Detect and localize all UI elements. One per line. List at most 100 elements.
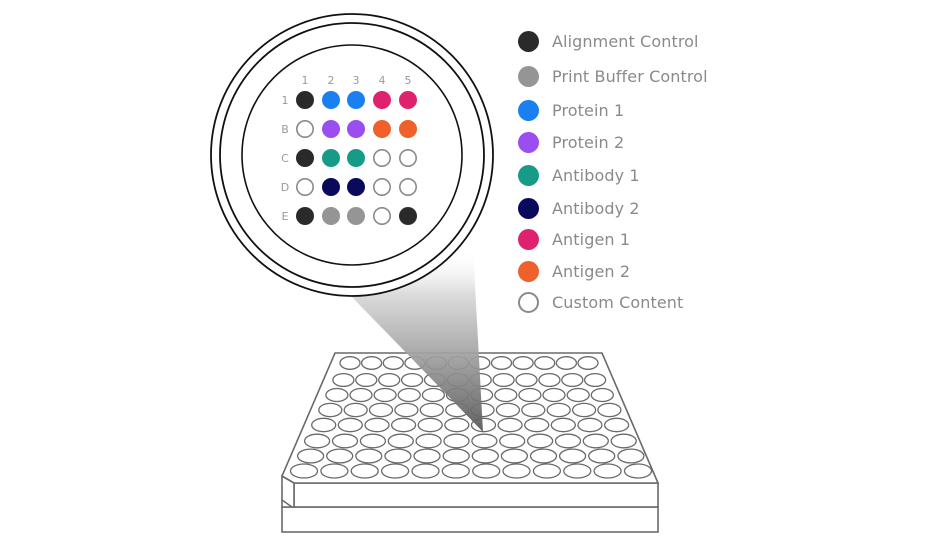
- plate-well: [303, 433, 331, 449]
- plate-well: [311, 417, 337, 433]
- plate-well: [442, 448, 470, 464]
- plate-well: [471, 433, 498, 449]
- legend-item-alignment: Alignment Control: [518, 29, 699, 53]
- spot-antigen1: [373, 91, 391, 109]
- plate-well: [387, 433, 414, 449]
- row-label: E: [282, 210, 289, 223]
- spot-antigen1: [399, 91, 417, 109]
- spot-alignment: [296, 207, 314, 225]
- plate-well: [617, 448, 645, 464]
- plate-well: [441, 463, 470, 479]
- plate-well: [512, 356, 534, 370]
- column-label: 1: [302, 74, 309, 87]
- plate-well: [368, 402, 394, 418]
- row-label: D: [281, 181, 289, 194]
- legend-label: Antigen 1: [552, 229, 631, 249]
- spot-antibody1: [322, 149, 340, 167]
- column-label: 5: [405, 74, 412, 87]
- legend-item-protein1: Protein 1: [518, 98, 624, 122]
- plate-well: [411, 463, 440, 479]
- plate-well: [394, 402, 419, 418]
- plate-well: [339, 356, 361, 370]
- legend-item-antigen2: Antigen 2: [518, 259, 630, 283]
- circle-icon: [518, 65, 539, 87]
- spot-buffer: [322, 207, 340, 225]
- plate-well: [603, 417, 630, 433]
- legend-label: Antibody 2: [552, 198, 640, 218]
- plate-well: [318, 402, 343, 418]
- plate-well: [582, 433, 609, 449]
- plate-well: [390, 417, 417, 433]
- plate-well: [492, 372, 515, 388]
- plate-well: [597, 402, 622, 418]
- legend-label: Antigen 2: [552, 261, 631, 281]
- plate-well: [526, 433, 554, 449]
- plate-well: [566, 387, 590, 403]
- plate-well: [320, 463, 349, 479]
- plate-well: [443, 433, 470, 449]
- plate-well: [417, 417, 443, 433]
- circle-icon: [518, 228, 539, 250]
- spot-antibody2: [322, 178, 340, 196]
- legend-item-buffer: Print Buffer Control: [518, 64, 708, 88]
- plate-well: [590, 387, 614, 403]
- plate-well: [563, 463, 592, 479]
- hollow-circle-icon: [518, 291, 539, 313]
- spot-alignment: [399, 207, 417, 225]
- plate-well: [337, 417, 363, 433]
- row-label: B: [281, 123, 289, 136]
- spot-custom: [398, 178, 417, 197]
- plate-well: [521, 402, 546, 418]
- plate-well: [529, 448, 558, 464]
- plate-well: [502, 463, 531, 479]
- column-label: 4: [379, 74, 386, 87]
- circle-icon: [518, 164, 539, 186]
- plate-well: [588, 448, 616, 464]
- legend-item-protein2: Protein 2: [518, 130, 624, 154]
- plate-well: [472, 463, 501, 479]
- plate-well: [444, 417, 470, 433]
- row-label: 1: [282, 94, 289, 107]
- plate-well: [350, 463, 379, 479]
- plate-well: [555, 356, 578, 370]
- legend-label: Print Buffer Control: [552, 66, 708, 86]
- column-label: 3: [353, 74, 360, 87]
- plate-well: [343, 402, 368, 418]
- plate-well: [289, 463, 319, 479]
- plate-well: [332, 372, 355, 388]
- plate-well: [538, 372, 561, 388]
- plate-well: [593, 463, 622, 479]
- plate-well: [360, 356, 383, 370]
- plate-well: [296, 448, 325, 464]
- spot-array: [295, 91, 417, 226]
- plate-well: [500, 448, 529, 464]
- plate-well: [532, 463, 562, 479]
- plate-well: [610, 433, 637, 449]
- plate-well: [382, 356, 404, 370]
- plate-well: [515, 372, 538, 388]
- spot-protein1: [322, 91, 340, 109]
- circle-icon: [518, 99, 539, 121]
- plate-well: [623, 463, 653, 479]
- plate-well: [349, 387, 373, 403]
- spot-custom: [372, 207, 391, 226]
- plate-well: [518, 387, 542, 403]
- plate-front-face: [293, 482, 659, 508]
- plate-well: [490, 356, 513, 370]
- plate-well: [558, 448, 587, 464]
- plate-well: [397, 387, 421, 403]
- spot-alignment: [296, 149, 314, 167]
- spot-buffer: [347, 207, 365, 225]
- plate-well: [355, 448, 383, 464]
- spot-custom: [295, 178, 314, 197]
- legend-item-antigen1: Antigen 1: [518, 227, 630, 251]
- plate-well: [554, 433, 582, 449]
- column-label: 2: [328, 74, 335, 87]
- plate-well: [325, 387, 349, 403]
- plate-base: [281, 506, 659, 533]
- plate-well: [400, 372, 424, 388]
- plate-well: [326, 448, 354, 464]
- plate-well: [331, 433, 359, 449]
- plate-well: [577, 417, 603, 433]
- plate-well: [583, 372, 607, 388]
